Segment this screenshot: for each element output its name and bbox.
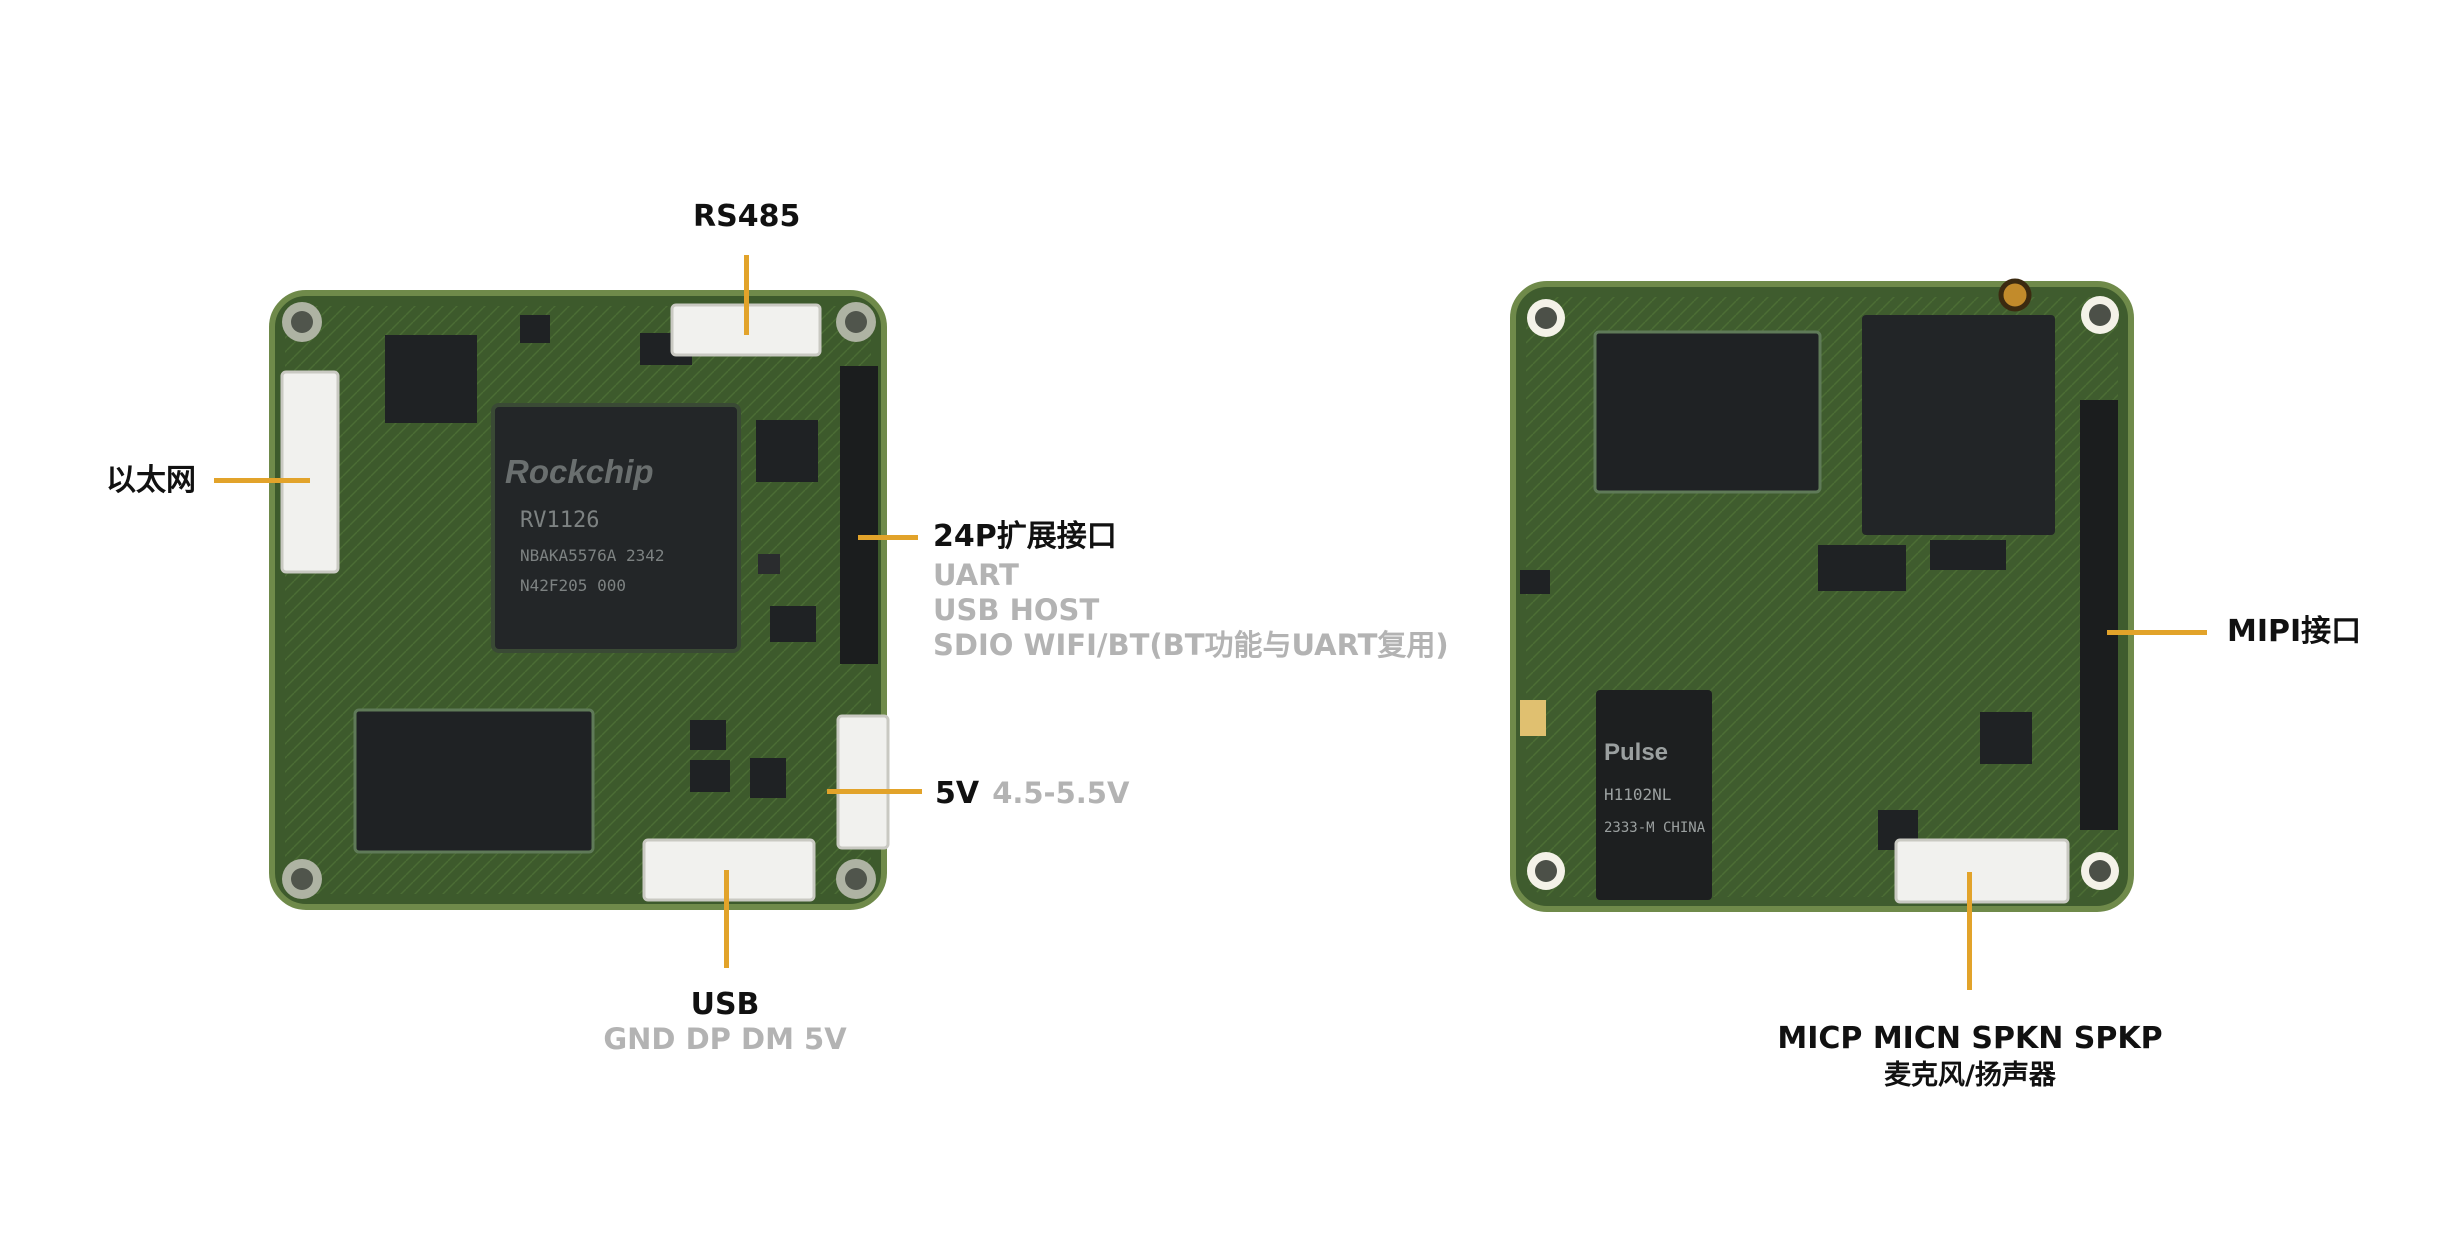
soc-code-2: N42F205 000 (520, 576, 626, 595)
left-memory-chip (353, 708, 595, 854)
fpc-24p-connector (840, 366, 878, 664)
right-mounting-holes (1527, 296, 2119, 890)
mipi-leader (2107, 630, 2207, 635)
expansion-leader (858, 535, 918, 540)
usb-connector (642, 838, 816, 902)
left-mounting-holes (282, 302, 876, 899)
usb-leader (724, 870, 729, 968)
soc-brand: Rockchip (505, 453, 654, 490)
audio-label-group: MICP MICN SPKN SPKP 麦克风/扬声器 (1740, 1021, 2200, 1091)
ethernet-leader (214, 478, 310, 483)
right-emmc-chip (1862, 315, 2055, 535)
power-connector (836, 714, 890, 850)
usb-label-group: USB GND DP DM 5V (560, 990, 890, 1057)
ethernet-label: 以太网 (106, 463, 196, 498)
mipi-label: MIPI接口 (2227, 614, 2362, 649)
power-leader (827, 789, 922, 794)
usb-title: USB (690, 987, 760, 1022)
audio-pins: MICP MICN SPKN SPKP (1777, 1021, 2163, 1056)
left-qfn-chip (385, 335, 477, 423)
expansion-item-uart: UART (933, 558, 1019, 592)
ethernet-magnetics: Pulse H1102NL 2333-M CHINA (1596, 690, 1712, 900)
right-memory-chip (1593, 330, 1822, 494)
audio-desc: 麦克风/扬声器 (1884, 1060, 2056, 1091)
magnetics-part: H1102NL (1604, 785, 1671, 804)
usb-pins: GND DP DM 5V (603, 1022, 847, 1056)
right-board: Pulse H1102NL 2333-M CHINA (1510, 278, 2134, 912)
expansion-item-sdio: SDIO WIFI/BT(BT功能与UART复用) (933, 628, 1449, 662)
soc-model: RV1126 (520, 508, 599, 533)
expansion-item-usb-host: USB HOST (933, 593, 1100, 627)
audio-connector (1894, 838, 2070, 904)
soc-chip: Rockchip RV1126 NBAKA5576A 2342 N42F205 … (491, 403, 741, 653)
magnetics-code: 2333-M CHINA (1604, 820, 1706, 836)
left-board: Rockchip RV1126 NBAKA5576A 2342 N42F205 … (269, 290, 890, 910)
expansion-title: 24P扩展接口 (933, 519, 1117, 554)
rs485-label: RS485 (693, 199, 801, 234)
soc-code: NBAKA5576A 2342 (520, 546, 665, 565)
power-label-group: 5V 4.5-5.5V (935, 776, 1129, 811)
audio-leader (1967, 872, 1972, 990)
expansion-label-group: 24P扩展接口 UART USB HOST SDIO WIFI/BT(BT功能与… (933, 522, 1449, 663)
ethernet-connector (280, 370, 340, 574)
magnetics-brand: Pulse (1604, 739, 1668, 766)
power-title: 5V (935, 776, 980, 811)
power-range: 4.5-5.5V (992, 776, 1130, 810)
mipi-connector (2080, 400, 2118, 830)
rs485-leader (744, 255, 749, 335)
